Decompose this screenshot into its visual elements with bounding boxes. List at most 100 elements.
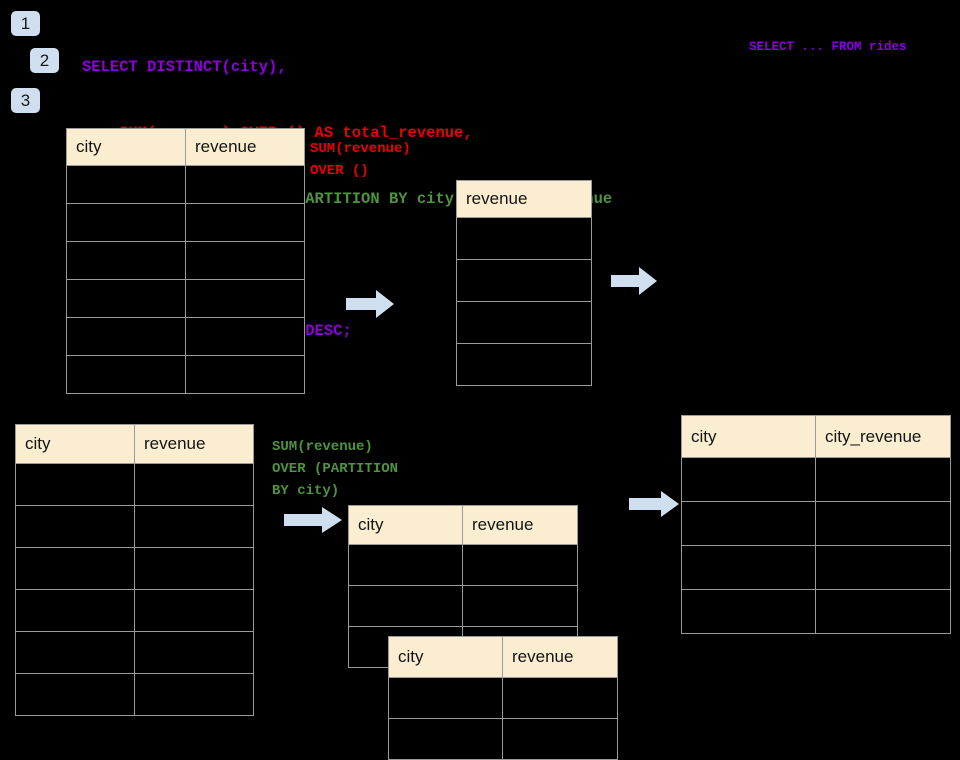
sql-line-select: SELECT DISTINCT(city), [82,58,287,76]
column-header-city-revenue: city_revenue [815,415,951,458]
table-row [388,677,618,719]
table-row [456,217,592,260]
column-header-revenue: revenue [134,424,254,464]
table-header-row: city revenue [66,128,305,166]
cell-revenue [185,241,305,280]
column-header-revenue: revenue [185,128,305,166]
table-partition-front: city revenue [388,636,618,760]
table-row [15,673,254,716]
cell-city [66,241,186,280]
table-row [66,355,305,394]
column-header-revenue: revenue [462,505,578,545]
cell-city [15,505,135,548]
cell-city [66,317,186,356]
column-header-revenue: revenue [456,180,592,218]
step-badge-2: 2 [30,48,59,73]
table-header-row: city city_revenue [681,415,951,458]
cell-city [66,165,186,204]
table-source-bottom: city revenue [15,424,254,716]
cell-city [15,547,135,590]
cell-revenue [134,631,254,674]
cell-revenue [462,544,578,586]
cell-city [15,673,135,716]
cell-city [15,589,135,632]
table-source-top: city revenue [66,128,305,394]
table-row [681,545,951,590]
table-partition-back: city revenue [348,505,578,668]
table-row [66,165,305,204]
step-badge-1: 1 [11,11,40,36]
cell-city-revenue [815,589,951,634]
arrow-right-4 [629,491,679,517]
table-row [388,718,618,760]
table-row [681,457,951,502]
column-header-city: city [15,424,135,464]
column-header-revenue: revenue [502,636,618,678]
cell-revenue [456,343,592,386]
cell-city [66,355,186,394]
table-row [15,547,254,590]
cell-revenue [134,547,254,590]
annotation-partition-by-city: SUM(revenue) OVER (PARTITION BY city) [272,439,399,499]
table-row [348,585,578,627]
table-row [66,203,305,242]
table-row [15,505,254,548]
table-header-row: city revenue [348,505,578,545]
table-row [681,589,951,634]
table-result: city city_revenue [681,415,951,634]
table-header-row: revenue [456,180,592,218]
table-row [15,631,254,674]
arrow-right-3 [284,507,342,533]
cell-revenue [456,217,592,260]
table-row [456,259,592,302]
table-row [66,279,305,318]
cell-city [348,585,463,627]
cell-revenue [502,677,618,719]
arrow-right-1 [346,290,394,318]
cell-city [66,279,186,318]
table-row [456,343,592,386]
cell-revenue [462,585,578,627]
cell-city-revenue [815,545,951,590]
step-badge-3: 3 [11,88,40,113]
cell-city [388,677,503,719]
table-row [66,241,305,280]
table-total-revenue: revenue [456,180,592,386]
cell-revenue [185,279,305,318]
cell-revenue [502,718,618,760]
cell-revenue [134,505,254,548]
column-header-city: city [388,636,503,678]
cell-revenue [185,317,305,356]
cell-city [15,463,135,506]
table-row [15,463,254,506]
table-row [15,589,254,632]
cell-city [681,589,816,634]
cell-revenue [134,463,254,506]
cell-city-revenue [815,457,951,502]
column-header-city: city [348,505,463,545]
table-row [348,544,578,586]
cell-city [681,545,816,590]
table-header-row: city revenue [388,636,618,678]
cell-revenue [185,165,305,204]
cell-city [15,631,135,674]
cell-city [388,718,503,760]
table-header-row: city revenue [15,424,254,464]
annotation-over-empty: SUM(revenue) OVER () [310,141,411,179]
cell-city [681,457,816,502]
cell-revenue [185,203,305,242]
cell-revenue [134,673,254,716]
column-header-city: city [66,128,186,166]
arrow-right-2 [611,267,657,295]
table-row [681,501,951,546]
cell-revenue [134,589,254,632]
cell-city-revenue [815,501,951,546]
cell-revenue [456,301,592,344]
table-row [66,317,305,356]
table-row [456,301,592,344]
cell-revenue [456,259,592,302]
column-header-city: city [681,415,816,458]
cell-revenue [185,355,305,394]
select-from-rides-note: SELECT ... FROM rides [749,40,907,54]
cell-city [348,544,463,586]
